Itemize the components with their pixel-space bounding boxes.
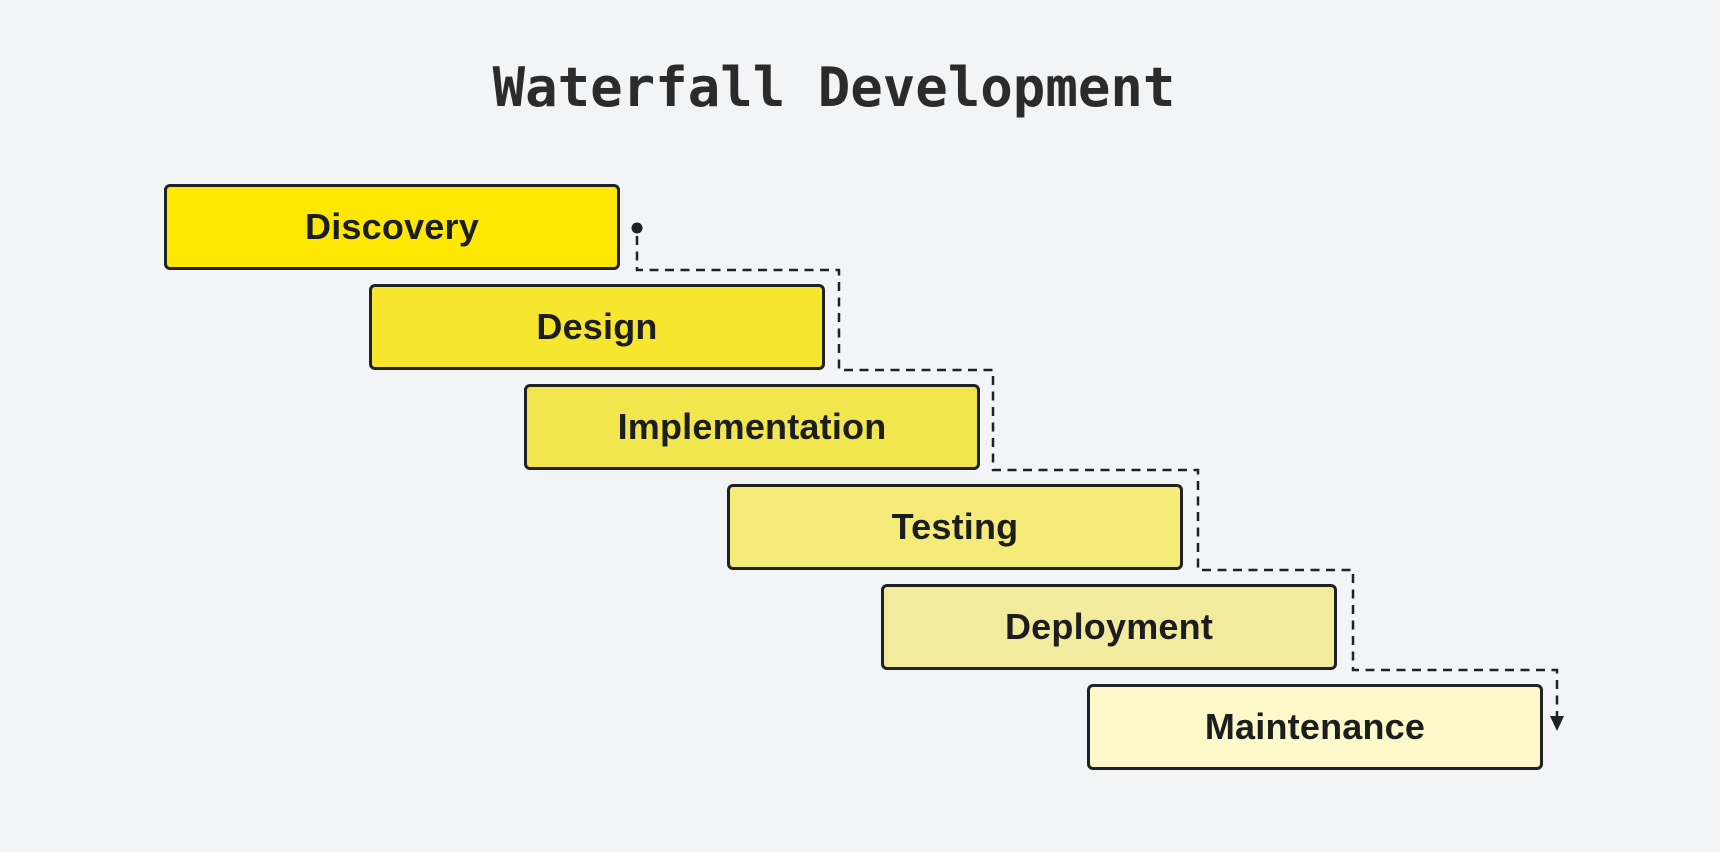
stage-box-maintenance: Maintenance [1087, 684, 1543, 770]
stage-label-testing: Testing [891, 506, 1019, 547]
stage-label-discovery: Discovery [305, 206, 479, 247]
connector-arrowhead-icon [1550, 716, 1564, 731]
stage-label-implementation: Implementation [617, 406, 887, 447]
stage-label-design: Design [536, 306, 658, 347]
diagram-title: Waterfall Development [492, 56, 1176, 119]
stage-box-discovery: Discovery [164, 184, 620, 270]
stage-label-maintenance: Maintenance [1204, 706, 1426, 747]
stage-label-deployment: Deployment [1004, 606, 1214, 647]
stage-box-implementation: Implementation [524, 384, 980, 470]
stage-box-testing: Testing [727, 484, 1183, 570]
connector-start-dot [631, 222, 643, 234]
stage-box-deployment: Deployment [881, 584, 1337, 670]
stage-box-design: Design [369, 284, 825, 370]
